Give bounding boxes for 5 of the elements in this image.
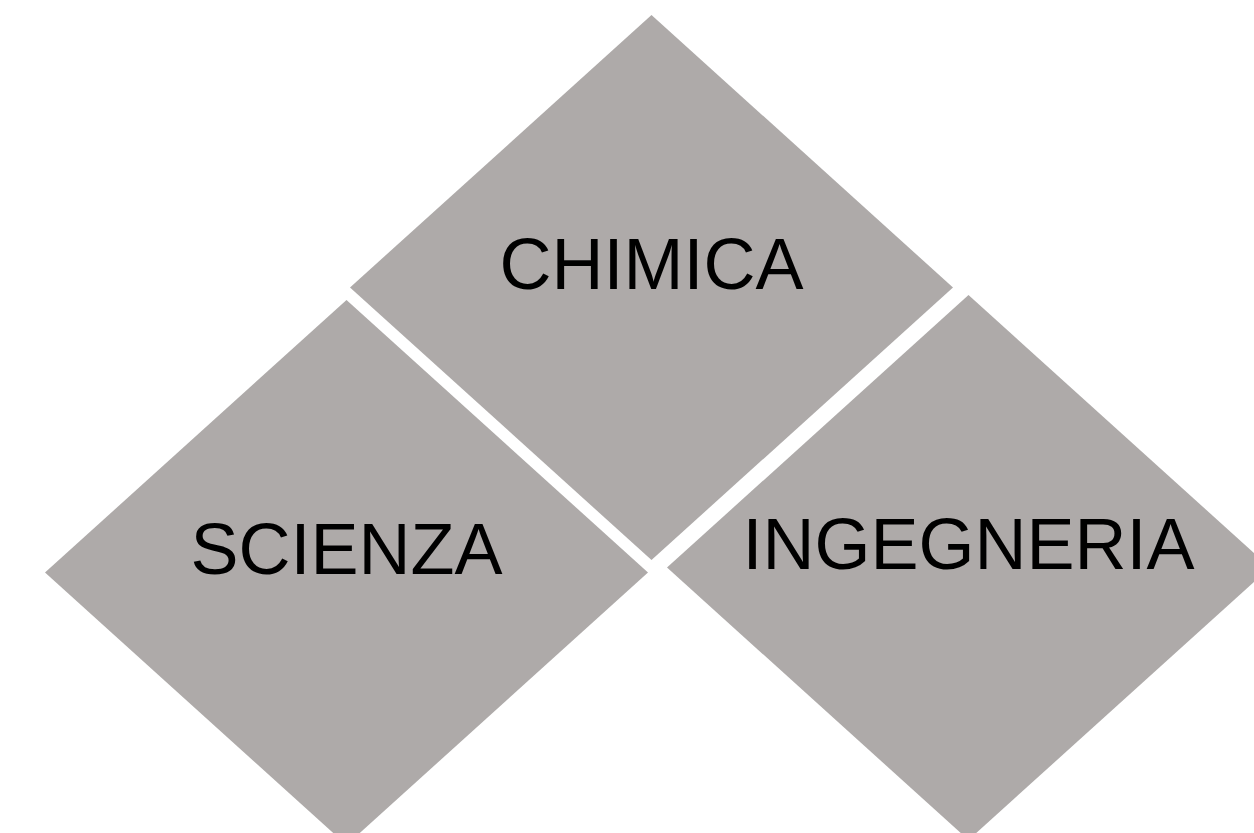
diamond-label: CHIMICA — [498, 227, 805, 300]
diamond-label: INGEGNERIA — [741, 507, 1196, 580]
diamond — [667, 295, 1254, 833]
diamond-label: SCIENZA — [189, 512, 504, 585]
diamond — [45, 300, 648, 833]
